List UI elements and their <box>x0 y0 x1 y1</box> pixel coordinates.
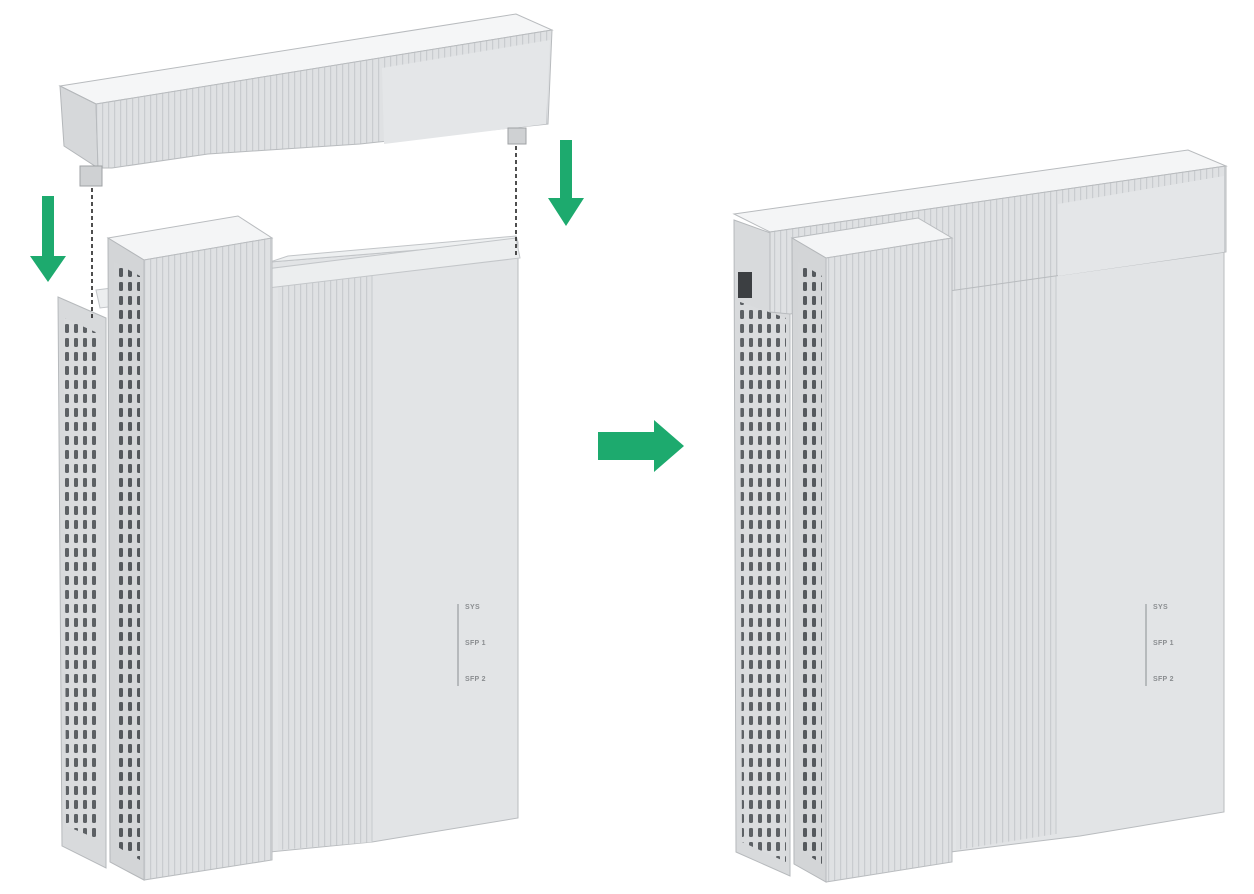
device-after: SYS SFP 1 SFP 2 <box>732 149 1228 883</box>
main-body <box>949 167 1225 853</box>
side-vent-panel <box>733 219 791 877</box>
led-label-sfp2: SFP 2 <box>465 676 486 683</box>
device-before: SYS SFP 1 SFP 2 <box>57 215 521 881</box>
front-tower <box>106 215 274 881</box>
led-panel: SYS SFP 1 SFP 2 <box>457 604 486 686</box>
led-label-sys: SYS <box>1153 604 1168 611</box>
led-label-sfp2: SFP 2 <box>1153 676 1174 683</box>
side-vent-panel <box>57 296 107 869</box>
led-panel: SYS SFP 1 SFP 2 <box>1145 604 1174 686</box>
arrow-down-icon <box>30 196 66 282</box>
latch-left <box>79 165 103 187</box>
arrow-right-icon <box>598 420 684 472</box>
led-label-sfp1: SFP 1 <box>1153 640 1174 647</box>
led-label-sys: SYS <box>465 604 480 611</box>
arrow-down-icon <box>548 140 584 226</box>
front-tower <box>790 217 954 883</box>
port-slot <box>738 272 752 298</box>
led-label-sfp1: SFP 1 <box>465 640 486 647</box>
latch-right <box>507 127 527 145</box>
top-cover <box>58 13 554 187</box>
alignment-guides <box>91 146 517 320</box>
